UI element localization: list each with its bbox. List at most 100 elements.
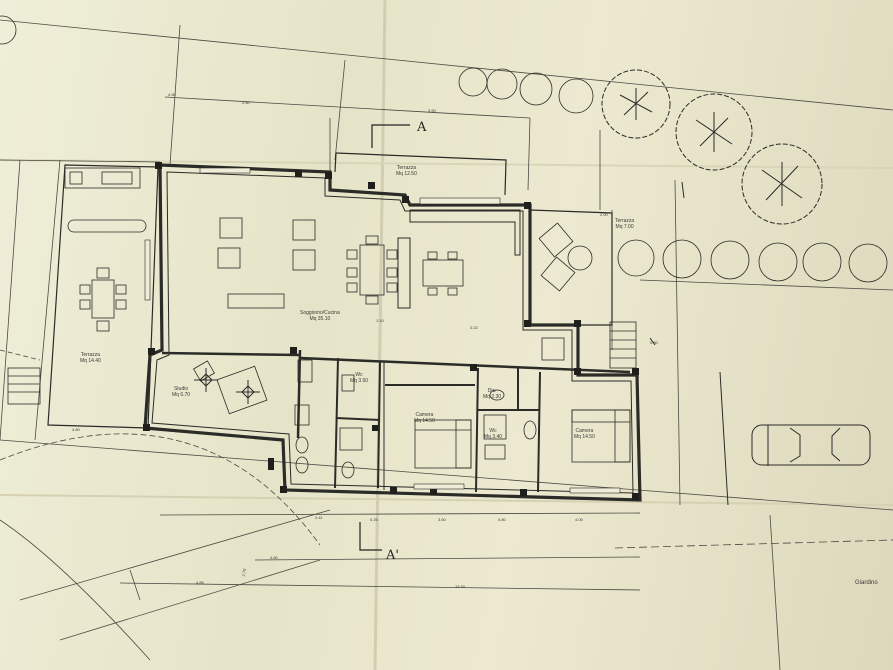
garden-label: Giardino — [855, 580, 878, 586]
dimension-label: 1.10 — [376, 318, 384, 323]
parked-car — [751, 424, 871, 466]
terrace-north-wall — [335, 152, 507, 196]
marker — [649, 337, 656, 346]
site-line — [674, 179, 681, 506]
tree-icon — [695, 112, 733, 152]
dimension-line — [159, 512, 641, 516]
room-area: Mq 12.50 — [396, 171, 417, 177]
partition-wall — [334, 357, 339, 489]
pillar — [390, 487, 397, 494]
pillar — [325, 172, 332, 179]
shrub-icon — [617, 239, 655, 277]
dining-table-living — [346, 235, 398, 305]
dimension-label: 2.00 — [600, 212, 608, 217]
dimension-label: 3.90 — [428, 108, 436, 113]
site-line — [34, 159, 61, 441]
window — [569, 487, 621, 494]
site-line — [169, 24, 181, 166]
site-line — [334, 59, 346, 161]
terrace-table — [79, 267, 127, 332]
armchair — [292, 219, 316, 241]
room-name: Terrazza — [80, 352, 101, 358]
room-label-studio: Studio Mq 6.70 — [172, 386, 190, 398]
site-line — [0, 159, 161, 163]
kitchen-island — [397, 237, 411, 309]
dashed-line — [614, 539, 893, 549]
wardrobe — [297, 359, 313, 383]
paper-fold — [0, 494, 893, 506]
room-area: Mq 14.40 — [80, 358, 101, 364]
room-area: Mq 7.00 — [615, 224, 634, 230]
sink — [294, 404, 310, 426]
section-label-bottom: A' — [386, 548, 399, 563]
dimension-label: 4.80 — [72, 427, 80, 432]
room-label-terrazza-east: Terrazza Mq 7.00 — [615, 218, 634, 230]
paper-fold — [373, 0, 387, 670]
toilet — [295, 456, 309, 474]
dimension-label: 2.41 — [315, 515, 323, 520]
toilet — [341, 461, 355, 479]
plant-icon — [236, 380, 260, 404]
site-line — [0, 159, 21, 441]
property-arc — [0, 519, 151, 661]
pillar — [372, 425, 378, 431]
toilet — [489, 389, 505, 401]
partition-wall — [335, 417, 381, 421]
pillar — [148, 348, 155, 355]
kitchen-counter — [409, 209, 521, 256]
pillar — [520, 489, 527, 496]
tree-icon — [761, 162, 803, 206]
lounge-chairs — [538, 222, 593, 361]
pillar — [402, 196, 409, 203]
dimension-label: 4.05 — [575, 517, 583, 522]
room-area: Mq 6.70 — [172, 392, 191, 398]
window — [413, 483, 465, 490]
room-name: Camera — [415, 412, 434, 418]
site-line — [0, 19, 893, 111]
pillar — [632, 368, 639, 375]
tree-icon — [619, 88, 653, 120]
paper-fold — [0, 159, 893, 169]
room-area: Mq 14.50 — [574, 434, 595, 440]
room-area: Mq 2.30 — [483, 394, 502, 400]
pillar — [280, 486, 287, 493]
pillar — [574, 320, 581, 327]
tree-icon — [741, 143, 823, 225]
pillar — [368, 182, 375, 189]
partition-wall — [377, 361, 381, 489]
window — [199, 167, 251, 174]
partition-wall — [537, 371, 541, 493]
room-name: Terrazza — [396, 165, 417, 171]
dimension-label: 4.85 — [196, 580, 204, 585]
shower — [339, 427, 363, 451]
pillar — [574, 368, 581, 375]
pillar — [470, 364, 477, 371]
dimension-label: 3.60 — [438, 517, 446, 522]
site-line — [639, 279, 893, 291]
section-label-top: A — [417, 120, 427, 135]
shrub-icon — [558, 78, 594, 114]
room-name: Studio — [173, 386, 189, 392]
partition-wall — [475, 367, 479, 493]
room-label-bagno-1: Wc Mq 3.50 — [350, 372, 368, 384]
room-label-terrazza-west: Terrazza Mq 14.40 — [80, 352, 101, 364]
bed-camera-1 — [414, 419, 472, 469]
terrace-north-wall — [334, 152, 337, 173]
studio-desk — [193, 360, 268, 415]
dimension-label: 4.80 — [270, 555, 278, 560]
window — [144, 239, 151, 301]
dimension-label: 0.80 — [498, 517, 506, 522]
steps-east — [609, 321, 637, 369]
tree-icon — [675, 93, 753, 171]
steps-west — [7, 367, 41, 405]
tree-icon — [601, 69, 671, 139]
shrub-icon — [710, 240, 750, 280]
armchair — [219, 217, 243, 239]
sink — [484, 444, 506, 460]
fridge — [341, 374, 355, 392]
armchair — [292, 249, 316, 271]
bath-fixture — [483, 414, 507, 440]
building-outer-wall — [143, 163, 642, 502]
pillar — [632, 493, 639, 500]
shrub-icon — [802, 242, 842, 282]
